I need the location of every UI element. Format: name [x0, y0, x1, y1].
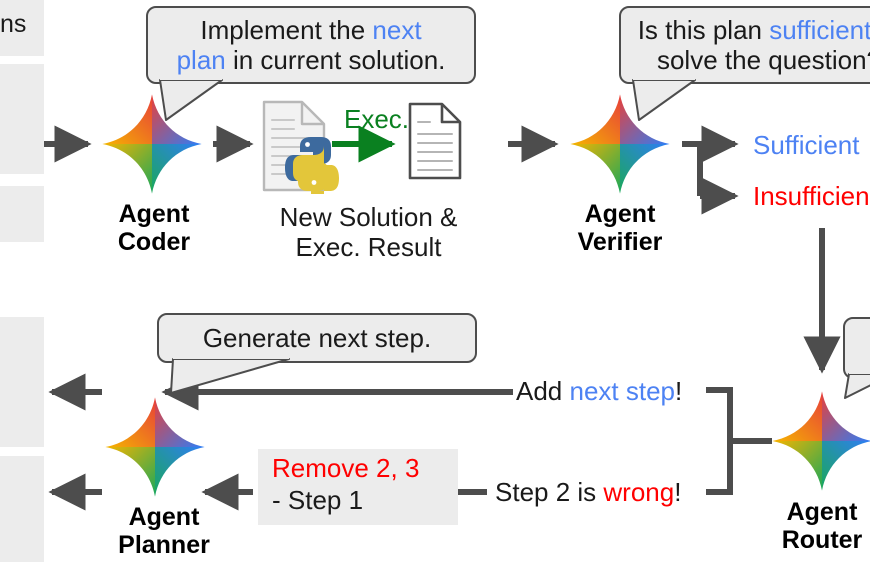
label-add-next-step: Add next step! [516, 376, 682, 406]
label-add-next-step-post: ! [675, 376, 683, 406]
planner-edit-command-line2: - Step 1 [272, 484, 364, 515]
agent-planner-line1: Agent [128, 503, 200, 531]
bubble-verifier-line2: solve the question? [656, 45, 870, 75]
left-box-top-partial [0, 0, 44, 56]
bubble-coder-tail [159, 76, 223, 121]
label-step-wrong-post: ! [674, 477, 682, 507]
bubble-coder-line1-pre: Implement the [200, 14, 373, 45]
bubble-verifier-prompt: Is this plan sufficient to solve the que… [619, 6, 870, 84]
label-step-wrong-highlight: wrong [603, 477, 675, 507]
label-sufficient: Sufficient [753, 130, 860, 160]
label-add-next-step-pre: Add [516, 376, 570, 406]
bubble-coder-prompt: Implement the next plan in current solut… [146, 6, 476, 84]
planner-edit-command-box: Remove 2, 3 - Step 1 [258, 449, 458, 525]
artifact-solution-caption: New Solution & Exec. Result [261, 202, 476, 262]
artifact-solution-caption-line2: Exec. Result [295, 232, 442, 263]
bubble-router-tail [844, 370, 870, 399]
agent-verifier-line2: Verifier [577, 228, 663, 256]
agent-verifier-label: Agent Verifier [562, 200, 678, 256]
bubble-verifier-line1-highlight: sufficient [769, 14, 870, 45]
agent-planner-star-icon [105, 397, 205, 497]
label-insufficient: Insufficient [753, 181, 870, 211]
planner-edit-command-line1: Remove 2, 3 [272, 453, 420, 483]
bubble-verifier-tail [632, 76, 696, 121]
label-exec: Exec. [344, 104, 410, 134]
left-box-coder-input [0, 64, 44, 174]
python-logo-icon [285, 137, 339, 194]
arrow-verifier-split [682, 125, 739, 215]
agent-router-line1: Agent [786, 498, 858, 526]
bubble-coder-line2-post: in current solution. [225, 45, 446, 75]
label-step-wrong-pre: Step 2 is [495, 477, 604, 507]
left-box-top-label: ns [0, 10, 27, 38]
left-box-third [0, 186, 44, 242]
agent-planner-label: Agent Planner [108, 503, 220, 559]
bubble-planner-tail [170, 355, 290, 394]
bubble-coder-line2-highlight: plan [176, 45, 226, 75]
label-add-next-step-highlight: next step [569, 376, 676, 406]
bubble-coder-line1-highlight: next [372, 14, 422, 45]
agent-coder-line1: Agent [118, 200, 190, 228]
bubble-planner-line1: Generate next step. [202, 322, 432, 353]
left-box-planner-out-1 [0, 317, 44, 447]
artifact-solution-caption-line1: New Solution & [279, 202, 458, 232]
agent-coder-label: Agent Coder [112, 200, 196, 256]
left-box-planner-out-2 [0, 456, 44, 562]
agent-router-line2: Router [781, 526, 863, 554]
agent-coder-line2: Coder [117, 228, 191, 256]
document-icon [408, 102, 462, 180]
bubble-router-prompt [843, 317, 870, 379]
bubble-planner-prompt: Generate next step. [157, 313, 477, 363]
bubble-verifier-line1-pre: Is this plan [637, 14, 770, 45]
router-bracket [706, 387, 772, 495]
python-file-icon [262, 100, 339, 194]
agent-planner-line2: Planner [118, 531, 210, 559]
label-step-wrong: Step 2 is wrong! [495, 477, 681, 507]
agent-verifier-line1: Agent [584, 200, 656, 228]
agent-router-label: Agent Router [767, 498, 870, 554]
